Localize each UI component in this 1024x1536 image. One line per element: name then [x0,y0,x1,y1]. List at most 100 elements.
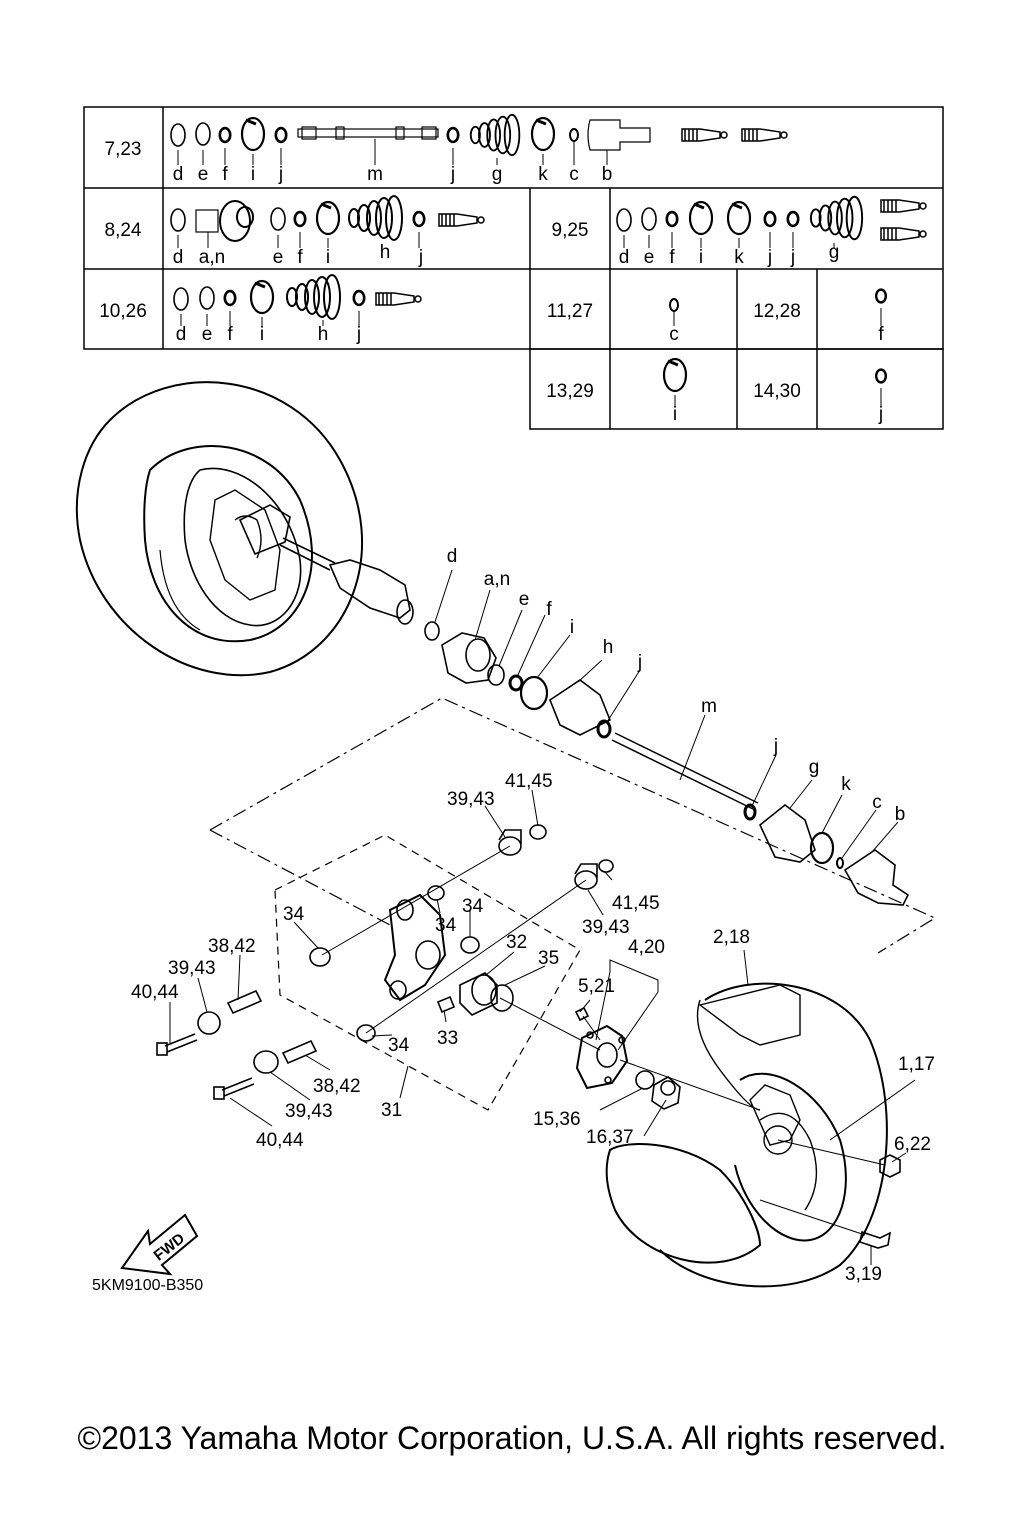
svg-text:40,44: 40,44 [256,1130,304,1151]
hub-bracket [579,959,659,1051]
table-ref: 11,27 [547,301,593,322]
svg-text:d: d [173,164,184,185]
svg-text:40,44: 40,44 [131,982,179,1003]
svg-text:a,n: a,n [484,569,510,590]
svg-text:16,37: 16,37 [586,1127,634,1148]
table-ref: 10,26 [99,301,147,322]
fwd-arrow-icon: FWD [120,1213,199,1276]
svg-text:f: f [878,324,884,345]
diagram-code: 5KM9100-B350 [92,1277,203,1294]
svg-text:g: g [492,164,503,185]
svg-text:4,20: 4,20 [628,937,665,958]
shaft-leaders [434,569,899,859]
copyright-notice: ©2013 Yamaha Motor Corporation, U.S.A. A… [77,1420,947,1456]
table-ref: 9,25 [552,220,589,241]
svg-text:39,43: 39,43 [168,958,216,979]
part-callouts-knuckle: 41,45 39,43 41,45 39,43 34 34 34 32 35 3… [131,771,660,1151]
svg-text:34: 34 [435,915,457,936]
svg-text:39,43: 39,43 [285,1101,333,1122]
axle-assembly [238,504,414,625]
table-ref-labels: 7,23 8,24 9,25 10,26 11,27 12,28 13,29 1… [99,139,801,402]
svg-text:h: h [603,637,614,658]
svg-text:1,17: 1,17 [898,1054,935,1075]
svg-text:j: j [773,736,778,757]
wheel-nut-valve [759,1139,901,1249]
svg-text:i: i [251,164,255,185]
svg-text:c: c [669,324,679,345]
svg-text:38,42: 38,42 [208,936,256,957]
row-8-24-keys: d a,n e f i h j [173,242,423,268]
svg-text:j: j [278,164,283,185]
single-part-cells [662,288,888,406]
svg-text:34: 34 [388,1035,410,1056]
svg-text:i: i [260,324,264,345]
part-callouts-wheel: 4,20 5,21 2,18 1,17 15,36 16,37 6,22 3,1… [533,927,935,1285]
svg-text:41,45: 41,45 [505,771,553,792]
row-8-24-leaders [177,232,420,248]
knuckle-parts [156,824,614,1100]
svg-text:i: i [699,247,703,268]
svg-text:i: i [673,404,677,425]
svg-text:j: j [637,652,642,673]
shaft-callouts: d a,n e f i h j m j g k c b [447,546,906,825]
svg-text:k: k [538,164,548,185]
svg-text:2,18: 2,18 [713,927,750,948]
svg-text:j: j [356,324,361,345]
row-7-23-parts [170,113,788,157]
svg-text:e: e [198,164,209,185]
svg-text:c: c [872,792,882,813]
parts-diagram: 7,23 8,24 9,25 10,26 11,27 12,28 13,29 1… [75,106,944,1294]
wheel-leaders [599,949,916,1265]
svg-text:d: d [173,247,184,268]
single-part-keys: c f i j [669,324,884,425]
svg-text:d: d [447,546,458,567]
svg-text:f: f [222,164,228,185]
table-ref: 8,24 [105,220,142,241]
row-7-23-keys: d e f i j m j g k c b [173,164,613,185]
svg-text:39,43: 39,43 [582,917,630,938]
svg-text:39,43: 39,43 [447,789,495,810]
svg-text:34: 34 [462,896,484,917]
svg-text:i: i [570,617,574,638]
swingarm-group-box [274,834,581,1111]
row-10-26-parts [173,273,422,321]
row-8-24-parts [170,194,485,242]
row-10-26-leaders [180,311,360,326]
svg-text:a,n: a,n [199,247,225,268]
svg-text:j: j [418,247,423,268]
row-9-25-keys: d e f i k j j g [619,242,840,268]
row-9-25-leaders [623,232,835,248]
svg-text:3,19: 3,19 [845,1264,882,1285]
svg-text:e: e [644,247,655,268]
hub-parts [574,1006,761,1111]
svg-text:f: f [297,247,303,268]
svg-text:f: f [669,247,675,268]
svg-text:d: d [176,324,187,345]
svg-text:j: j [878,404,883,425]
table-ref: 14,30 [753,381,801,402]
row-9-25-parts [616,195,927,241]
svg-text:b: b [895,804,906,825]
assembly-outline [209,697,937,954]
svg-text:i: i [326,247,330,268]
svg-text:j: j [790,247,795,268]
svg-text:h: h [318,324,329,345]
svg-text:33: 33 [437,1028,458,1049]
svg-text:34: 34 [283,904,305,925]
svg-text:k: k [841,774,851,795]
svg-text:m: m [701,696,717,717]
svg-text:g: g [809,757,820,778]
svg-text:m: m [367,164,383,185]
front-wheel-right [605,982,888,1288]
svg-text:k: k [734,247,744,268]
knuckle-leaders [169,789,613,1127]
table-ref: 13,29 [546,381,594,402]
svg-text:e: e [519,589,530,610]
svg-text:5,21: 5,21 [578,976,615,997]
svg-text:j: j [767,247,772,268]
table-ref: 12,28 [753,301,801,322]
svg-text:f: f [227,324,233,345]
svg-text:j: j [450,164,455,185]
table-ref: 7,23 [105,139,142,160]
svg-text:c: c [569,164,579,185]
